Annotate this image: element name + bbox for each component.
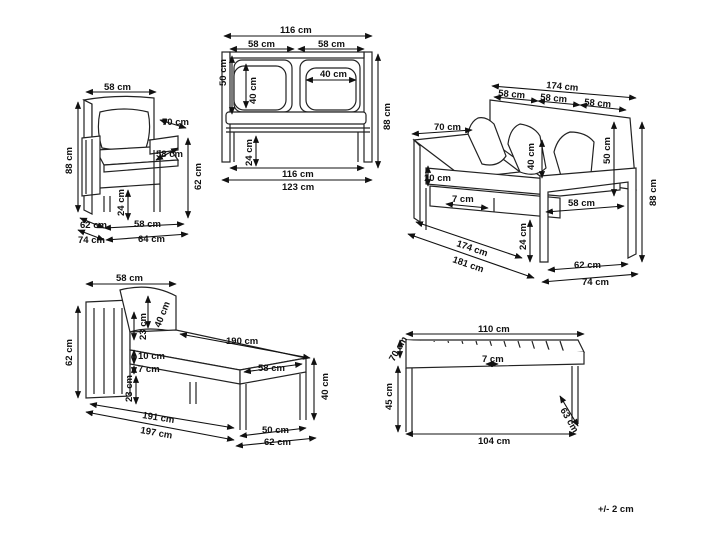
sofa-seat-thickness-label: 10 cm [424, 173, 451, 184]
tolerance-note: +/- 2 cm [598, 504, 634, 515]
table-slat-gap-label: 7 cm [482, 354, 504, 365]
loveseat-seat-height-label: 24 cm [244, 139, 255, 166]
sofa-leg-height-label: 24 cm [518, 223, 529, 250]
lounger-height-40-label: 40 cm [320, 373, 331, 400]
lounger-back-23-label: 23 cm [138, 313, 149, 340]
table-length-top-label: 110 cm [478, 324, 510, 335]
loveseat-width-top-label: 116 cm [280, 25, 312, 36]
sofa-height-total-label: 88 cm [648, 179, 659, 206]
loveseat-back-height-label: 50 cm [218, 59, 229, 86]
armchair-height-total-label: 88 cm [64, 147, 75, 174]
table-drawing [405, 339, 585, 432]
sofa-dimensions: 174 cm 58 cm 58 cm 58 cm 70 cm 50 cm 40 … [407, 80, 659, 288]
sofa-depth-total-label: 74 cm [582, 277, 609, 288]
armchair-seat-height-label: 24 cm [116, 189, 127, 216]
armchair-seat-depth-label: 58 cm [156, 149, 183, 160]
sofa-base-depth-label: 62 cm [574, 260, 601, 271]
sofa-arm-depth-label: 70 cm [434, 122, 461, 133]
loveseat-height-total-label: 88 cm [382, 103, 393, 130]
armchair-depth-top-label: 70 cm [162, 117, 189, 128]
sofa-width-total-label: 181 cm [451, 254, 485, 275]
sofa-cushion-height-label: 40 cm [526, 143, 537, 170]
armchair-width-top-label: 58 cm [104, 82, 131, 93]
lounger-height-total-label: 62 cm [64, 339, 75, 366]
armchair-width-total-label: 64 cm [138, 234, 165, 245]
lounger-length-191-label: 191 cm [142, 410, 176, 426]
sofa-seat-depth-label: 58 cm [568, 198, 595, 209]
sofa-seat-1-label: 58 cm [498, 88, 526, 101]
lounger-width-50-label: 50 cm [262, 425, 289, 436]
sofa-arm-width-label: 7 cm [452, 194, 474, 205]
lounger-seat-thickness-label: 10 cm [138, 351, 165, 362]
table-inner-depth-label: 63 cm [557, 406, 580, 435]
armchair-seat-width-label: 58 cm [134, 219, 161, 230]
lounger-back-width-label: 58 cm [116, 273, 143, 284]
loveseat-cushion-width-label: 40 cm [320, 69, 347, 80]
sofa-seat-3-label: 58 cm [584, 97, 612, 110]
armchair-base-depth-label: 62 cm [80, 220, 107, 231]
loveseat-cushion-back-label: 40 cm [248, 77, 259, 104]
lounger-frame-7-label: 7 cm [138, 364, 160, 375]
loveseat-seat-left-label: 58 cm [248, 39, 275, 50]
loveseat-inner-width-label: 116 cm [282, 169, 314, 180]
lounger-leg-height-label: 23 cm [124, 375, 135, 402]
armchair-depth-total-label: 74 cm [78, 235, 105, 246]
loveseat-seat-right-label: 58 cm [318, 39, 345, 50]
sofa-back-height-label: 50 cm [602, 137, 613, 164]
armchair-drawing [81, 95, 180, 215]
sofa-seat-2-label: 58 cm [540, 92, 568, 105]
armchair-dimensions: 58 cm 70 cm 58 cm 88 cm 62 cm 24 cm 62 c… [64, 82, 204, 246]
table-height-label: 45 cm [384, 383, 395, 410]
lounger-cushion-width-label: 58 cm [258, 363, 285, 374]
armchair-arm-height-label: 62 cm [193, 163, 204, 190]
loveseat-width-total-label: 123 cm [282, 182, 314, 193]
loveseat-dimensions: 116 cm 58 cm 58 cm 50 cm 40 cm 40 cm 88 … [218, 25, 393, 193]
lounger-width-62-label: 62 cm [264, 437, 291, 448]
sofa-drawing [412, 99, 637, 263]
lounger-length-top-label: 190 cm [226, 336, 258, 347]
sofa-width-top-label: 174 cm [546, 80, 579, 94]
lounger-dimensions: 58 cm 62 cm 40 cm 23 cm 190 cm 10 cm 7 c… [64, 273, 331, 449]
table-inner-length-label: 104 cm [478, 436, 510, 447]
